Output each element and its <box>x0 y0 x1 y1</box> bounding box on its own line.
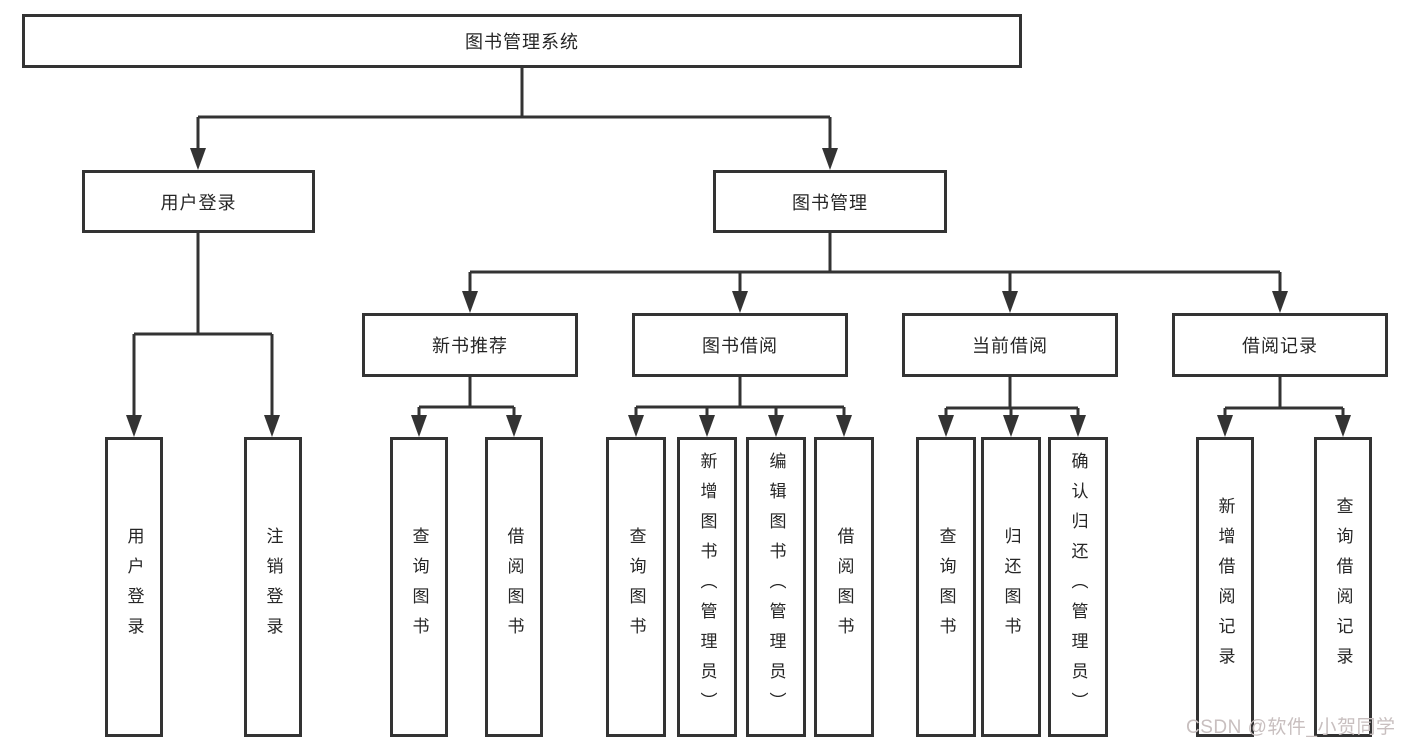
leaf-logout: 注销登录 <box>244 437 302 737</box>
node-label: 当前借阅 <box>972 336 1048 356</box>
node-label: 新增借阅记录 <box>1215 497 1235 677</box>
leaf-add-book-admin: 新增图书（管理员） <box>677 437 737 737</box>
node-label: 图书管理 <box>792 192 868 213</box>
leaf-confirm-return-admin: 确认归还（管理员） <box>1048 437 1108 737</box>
node-borrow-record: 借阅记录 <box>1172 313 1388 377</box>
node-label: 查询图书 <box>936 527 956 647</box>
node-label: 图书管理系统 <box>465 32 579 52</box>
watermark: CSDN @软件_小贺同学 <box>1186 717 1396 738</box>
node-label: 借阅图书 <box>504 527 524 647</box>
leaf-query-book-2: 查询图书 <box>606 437 666 737</box>
leaf-borrow-book-1: 借阅图书 <box>485 437 543 737</box>
leaf-query-borrow-record: 查询借阅记录 <box>1314 437 1372 737</box>
node-label: 借阅图书 <box>834 527 854 647</box>
node-label: 归还图书 <box>1001 527 1021 647</box>
node-label: 查询借阅记录 <box>1333 497 1353 677</box>
node-label: 编辑图书（管理员） <box>766 452 786 722</box>
node-book-management: 图书管理 <box>713 170 947 233</box>
leaf-add-borrow-record: 新增借阅记录 <box>1196 437 1254 737</box>
leaf-borrow-book-2: 借阅图书 <box>814 437 874 737</box>
leaf-query-book-3: 查询图书 <box>916 437 976 737</box>
node-label: 借阅记录 <box>1242 336 1318 356</box>
node-new-book-recommend: 新书推荐 <box>362 313 578 377</box>
node-label: 查询图书 <box>409 527 429 647</box>
leaf-query-book-1: 查询图书 <box>390 437 448 737</box>
node-label: 新书推荐 <box>432 336 508 356</box>
node-label: 用户登录 <box>124 527 144 647</box>
node-label: 新增图书（管理员） <box>697 452 717 722</box>
node-root-library-system: 图书管理系统 <box>22 14 1022 68</box>
node-label: 查询图书 <box>626 527 646 647</box>
node-current-borrow: 当前借阅 <box>902 313 1118 377</box>
leaf-user-login: 用户登录 <box>105 437 163 737</box>
node-label: 用户登录 <box>160 192 237 213</box>
leaf-edit-book-admin: 编辑图书（管理员） <box>746 437 806 737</box>
node-user-login: 用户登录 <box>82 170 315 233</box>
node-book-borrow: 图书借阅 <box>632 313 848 377</box>
leaf-return-book: 归还图书 <box>981 437 1041 737</box>
node-label: 图书借阅 <box>702 336 778 356</box>
node-label: 注销登录 <box>263 527 283 647</box>
node-label: 确认归还（管理员） <box>1068 452 1088 722</box>
